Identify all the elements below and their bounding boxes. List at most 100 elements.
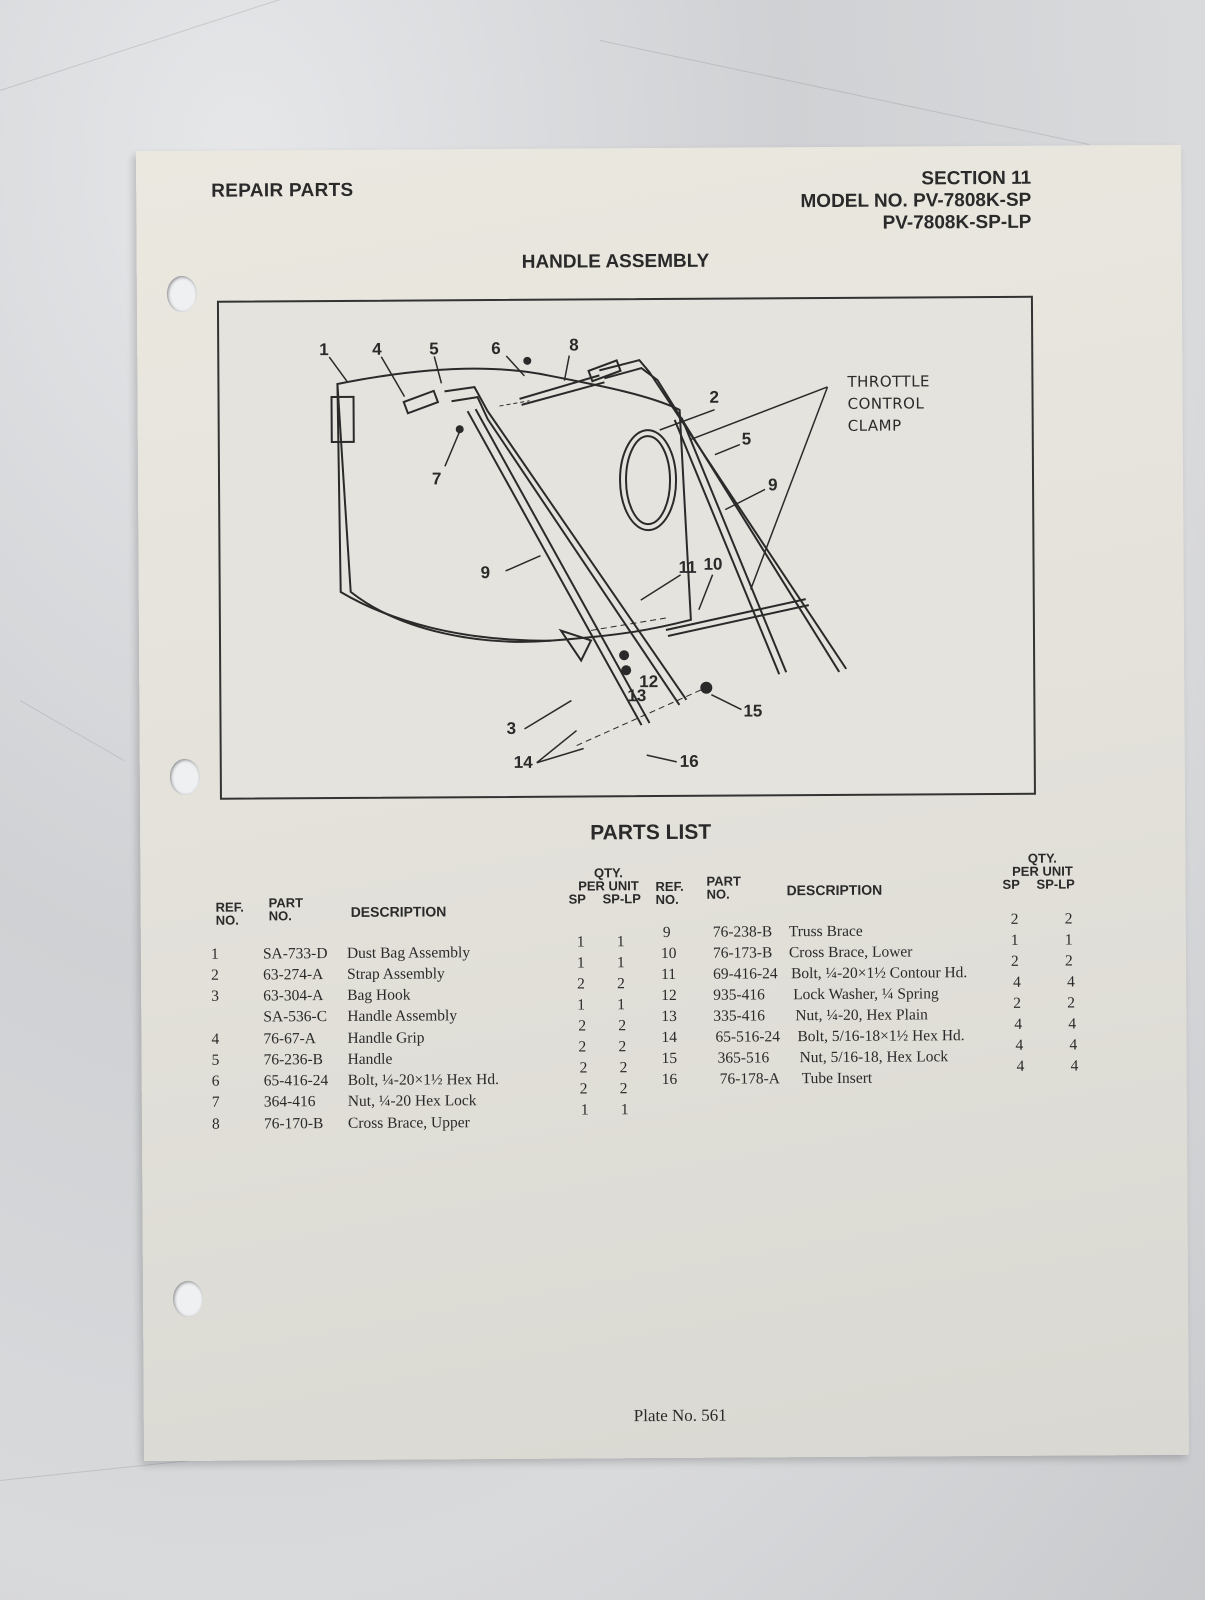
qty-sp: 4 [1013, 973, 1021, 991]
qty-sp: 2 [579, 1080, 588, 1098]
qty-sp-lp: 2 [617, 975, 625, 993]
header-text: NO. [706, 886, 730, 902]
description: Nut, 5/16-18, Hex Lock [799, 1048, 949, 1067]
label-line-1: THROTTLE [847, 372, 931, 391]
part-no: 65-416-24 [263, 1072, 329, 1090]
description: Bolt, 5/16-18×1½ Hex Hd. [797, 1027, 965, 1046]
ref-no: 7 [211, 1093, 220, 1111]
description: Handle Grip [347, 1029, 425, 1047]
qty-sp: 2 [577, 975, 585, 993]
exploded-diagram: 1 4 5 6 8 2 5 9 7 9 11 10 12 13 3 15 14 … [216, 295, 1036, 800]
callout-11: 11 [678, 557, 697, 577]
qty-sp-lp: 2 [618, 1017, 627, 1035]
qty-sp-lp: 2 [1064, 910, 1073, 928]
ref-no: 16 [661, 1070, 678, 1089]
part-no: 63-304-A [263, 987, 324, 1005]
ref-no: 14 [661, 1028, 677, 1047]
description: Cross Brace, Lower [788, 943, 913, 962]
description: Nut, ¼-20 Hex Lock [347, 1092, 477, 1110]
part-no: 335-416 [713, 1007, 766, 1025]
part-no: 76-173-B [712, 944, 773, 962]
qty-sp: 2 [578, 1017, 587, 1035]
marble-vein [19, 700, 125, 761]
qty-sp: 4 [1016, 1057, 1025, 1075]
qty-sp-lp: 4 [1069, 1036, 1078, 1054]
header-qty-sp-lp-right: SP-LP [1036, 876, 1075, 892]
qty-sp: 2 [1010, 952, 1019, 970]
callout-13: 13 [627, 686, 647, 706]
header-text: NO. [655, 891, 679, 908]
ref-no: 6 [211, 1072, 220, 1090]
description: Nut, ¼-20, Hex Plain [795, 1006, 928, 1025]
plate-number: Plate No. 561 [633, 1405, 727, 1426]
qty-sp: 1 [577, 996, 586, 1014]
callout-14: 14 [513, 752, 533, 772]
part-no: 935-416 [713, 986, 765, 1004]
ref-no: 8 [211, 1115, 220, 1133]
ref-no: 15 [661, 1049, 678, 1068]
description: Strap Assembly [346, 965, 445, 983]
part-no: 69-416-24 [712, 965, 778, 983]
qty-sp: 2 [1010, 910, 1019, 928]
model-number-2: PV-7808K-SP-LP [882, 211, 1032, 234]
callout-8: 8 [569, 335, 579, 355]
model-info: SECTION 11 MODEL NO. PV-7808K-SP PV-7808… [800, 168, 1031, 235]
callout-5: 5 [429, 339, 439, 359]
part-no: 76-236-B [263, 1051, 324, 1069]
callout-15: 15 [743, 701, 763, 721]
part-no: SA-733-D [262, 945, 328, 963]
callout-9: 9 [480, 563, 491, 583]
ref-no: 1 [210, 945, 219, 963]
qty-sp-lp: 2 [619, 1080, 628, 1098]
ref-no: 2 [210, 966, 219, 984]
description: Bolt, ¼-20×1½ Hex Hd. [347, 1071, 499, 1089]
callout-1: 1 [319, 340, 329, 360]
qty-sp: 4 [1015, 1036, 1024, 1054]
label-line-2: CONTROL [847, 394, 925, 413]
qty-sp-lp: 2 [1064, 952, 1073, 970]
description: Lock Washer, ¼ Spring [793, 985, 939, 1004]
part-no: 76-178-A [719, 1070, 781, 1088]
ref-no: 5 [211, 1051, 220, 1069]
qty-sp-lp: 1 [616, 954, 625, 972]
document-page: REPAIR PARTS SECTION 11 MODEL NO. PV-780… [136, 144, 1189, 1462]
header-part-no: PART NO. [269, 895, 304, 923]
header-qty-sp-right: SP [1002, 876, 1020, 892]
callout-3: 3 [506, 718, 517, 738]
header-qty-sp-lp: SP-LP [602, 891, 641, 907]
header-text: NO. [215, 912, 239, 928]
callout-2: 2 [709, 387, 720, 407]
parts-list-title: PARTS LIST [590, 820, 712, 845]
qty-sp-lp: 4 [1068, 1015, 1077, 1033]
ref-no: 3 [211, 987, 219, 1005]
ref-no: 10 [660, 944, 677, 963]
callout-9b: 9 [768, 475, 778, 495]
qty-sp-lp: 2 [619, 1059, 628, 1077]
qty-sp-lp: 4 [1067, 973, 1075, 991]
part-no: 65-516-24 [715, 1028, 781, 1046]
qty-sp-lp: 2 [618, 1038, 627, 1056]
qty-sp: 1 [580, 1101, 589, 1119]
qty-sp: 4 [1014, 1015, 1023, 1033]
section-label: SECTION 11 [921, 167, 1032, 190]
throttle-control-clamp-label: THROTTLE CONTROL CLAMP [847, 370, 930, 437]
qty-sp-lp: 1 [1064, 931, 1073, 949]
part-no: 76-170-B [263, 1115, 324, 1133]
qty-sp-lp: 1 [620, 1101, 629, 1119]
label-line-3: CLAMP [847, 416, 902, 435]
part-no: 63-274-A [262, 966, 324, 984]
ref-no: 11 [660, 965, 677, 984]
marble-vein [0, 0, 286, 91]
header-part-no-right: PART NO. [706, 874, 741, 902]
callout-4: 4 [372, 339, 382, 359]
punch-hole [172, 1280, 204, 1317]
callout-16: 16 [679, 751, 699, 771]
ref-no: 9 [662, 923, 671, 942]
ref-no: 13 [661, 1007, 677, 1026]
qty-sp: 1 [576, 933, 585, 951]
handle-assembly-drawing [328, 355, 848, 764]
description: Handle [347, 1050, 393, 1068]
qty-sp-lp: 1 [617, 996, 626, 1014]
header-qty: QTY. PER UNIT [568, 865, 648, 893]
header-qty-right: QTY. PER UNIT [1002, 851, 1082, 879]
